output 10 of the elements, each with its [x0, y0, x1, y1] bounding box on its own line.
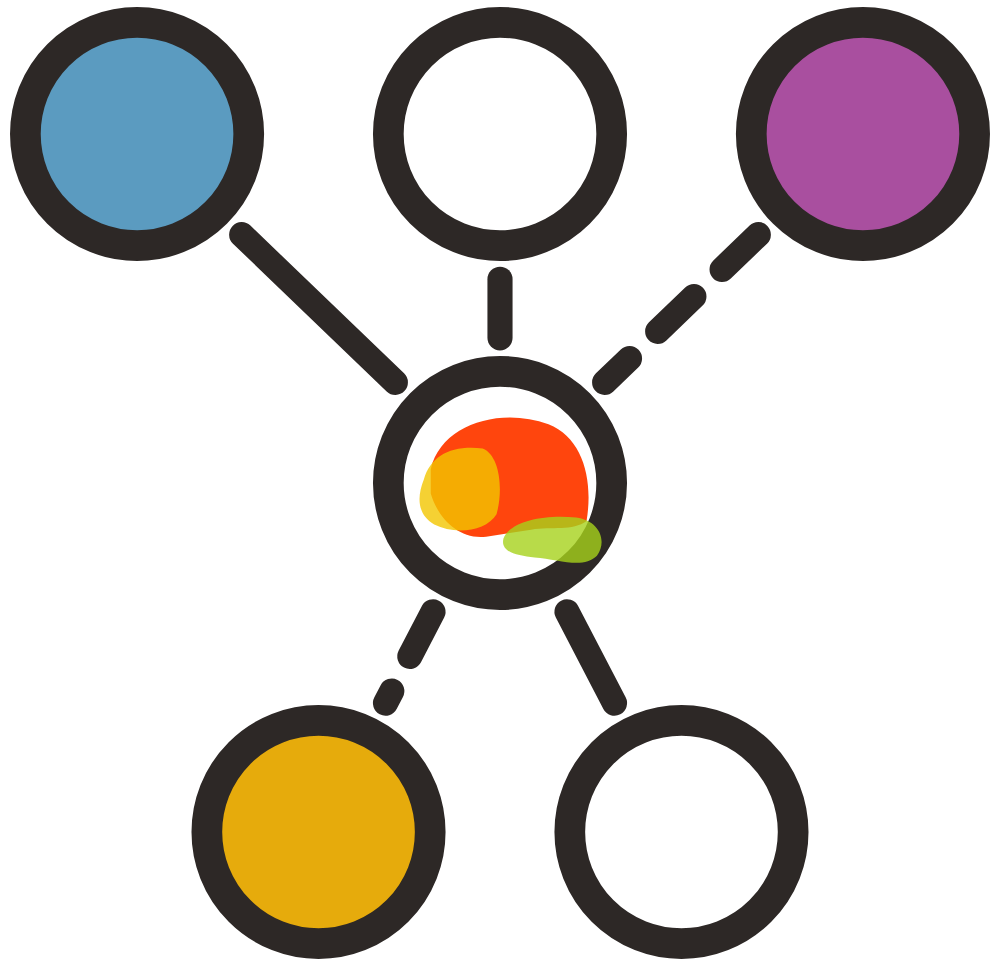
empty-circle-node	[554, 704, 809, 959]
filled-circle-node	[735, 7, 990, 262]
filled-circle-node	[10, 7, 265, 262]
dashed-connector-line	[592, 222, 771, 395]
filled-circle-node	[191, 704, 446, 959]
empty-circle-node	[372, 7, 628, 262]
dashed-connector-line	[372, 599, 446, 716]
connector-line	[487, 266, 513, 351]
connector-line	[554, 599, 628, 716]
connector-line	[229, 222, 408, 395]
